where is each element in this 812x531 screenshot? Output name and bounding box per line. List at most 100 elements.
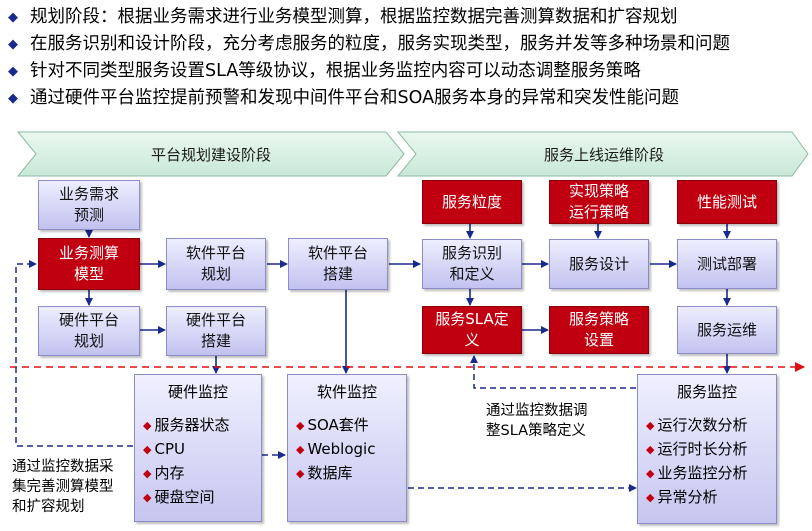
box-biz-model: 业务测算 模型	[38, 238, 140, 290]
monitor-item-text: 异常分析	[657, 488, 718, 506]
box-biz-demand: 业务需求 预测	[38, 180, 140, 230]
box-line: 业务需求	[58, 185, 119, 203]
monitor-item: ◆Weblogic	[296, 437, 406, 461]
box-line: 软件平台	[185, 244, 246, 262]
box-line: 和定义	[449, 265, 495, 283]
diamond-bullet-icon: ◆	[296, 467, 305, 480]
note-line: 通过监控数据采	[12, 459, 114, 475]
monitor-item: ◆数据库	[296, 461, 406, 485]
box-line: 设置	[583, 331, 614, 349]
box-line: 测试部署	[696, 254, 757, 273]
bullet-item: ◆ 在服务识别和设计阶段，充分考虑服务的粒度，服务实现类型，服务并发等多种场景和问…	[8, 31, 808, 58]
monitor-list: ◆SOA套件 ◆Weblogic ◆数据库	[288, 413, 406, 485]
box-line: 服务粒度	[441, 192, 502, 211]
monitor-item-text: Weblogic	[307, 440, 376, 458]
monitor-title: 硬件监控	[167, 383, 228, 401]
box-svc-strategy: 服务策略 设置	[549, 306, 649, 354]
box-line: 搭建	[322, 265, 353, 283]
box-svc-ops: 服务运维	[677, 306, 777, 354]
monitor-item: ◆服务器状态	[143, 413, 261, 437]
phase-planning: 平台规划建设阶段	[36, 132, 386, 176]
box-line: 规划	[200, 265, 231, 283]
bullet-item: ◆ 通过硬件平台监控提前预警和发现中间件平台和SOA服务本身的异常和突发性能问题	[8, 85, 808, 112]
box-line: 服务SLA定	[435, 310, 509, 328]
box-hw-build: 硬件平台 搭建	[166, 306, 266, 356]
bullet-item: ◆ 规划阶段：根据业务需求进行业务模型测算，根据监控数据完善测算数据和扩容规划	[8, 4, 808, 31]
monitor-service: 服务监控 ◆运行次数分析 ◆运行时长分析 ◆业务监控分析 ◆异常分析	[637, 374, 777, 524]
monitor-title: 服务监控	[676, 383, 737, 401]
diamond-bullet-icon: ◆	[8, 64, 18, 79]
box-line: 硬件平台	[185, 311, 246, 329]
box-svc-sla: 服务SLA定 义	[422, 306, 522, 354]
monitor-item: ◆业务监控分析	[646, 461, 776, 485]
note-line: 整SLA策略定义	[486, 423, 587, 439]
monitor-item-text: CPU	[154, 440, 185, 458]
box-svc-identify: 服务识别 和定义	[422, 239, 522, 289]
box-line: 业务测算	[58, 244, 119, 262]
box-sw-build: 软件平台 搭建	[288, 238, 388, 290]
monitor-item: ◆异常分析	[646, 485, 776, 509]
bullet-item: ◆ 针对不同类型服务设置SLA等级协议，根据业务监控内容可以动态调整服务策略	[8, 58, 808, 85]
monitor-list: ◆服务器状态 ◆CPU ◆内存 ◆硬盘空间	[135, 413, 261, 509]
diamond-bullet-icon: ◆	[143, 467, 152, 480]
note-line: 集完善测算模型	[12, 479, 114, 495]
monitor-hardware: 硬件监控 ◆服务器状态 ◆CPU ◆内存 ◆硬盘空间	[134, 374, 262, 522]
monitor-item-text: 业务监控分析	[657, 464, 748, 482]
diamond-bullet-icon: ◆	[8, 91, 18, 106]
monitor-item: ◆运行时长分析	[646, 437, 776, 461]
monitor-item-text: 服务器状态	[154, 416, 230, 434]
note-line: 通过监控数据调	[486, 403, 588, 419]
diamond-bullet-icon: ◆	[646, 491, 655, 504]
bullet-list: ◆ 规划阶段：根据业务需求进行业务模型测算，根据监控数据完善测算数据和扩容规划 ◆…	[8, 4, 808, 112]
phase-planning-chevron	[16, 131, 405, 177]
box-line: 服务设计	[568, 254, 629, 273]
monitor-item: ◆CPU	[143, 437, 261, 461]
box-sw-plan: 软件平台 规划	[166, 238, 266, 290]
box-line: 搭建	[200, 332, 231, 350]
box-line: 规划	[73, 332, 104, 350]
box-test-deploy: 测试部署	[677, 239, 777, 289]
note-line: 和扩容规划	[12, 499, 85, 515]
box-line: 服务识别	[441, 244, 502, 262]
box-line: 软件平台	[307, 244, 368, 262]
monitor-item-text: 硬盘空间	[154, 488, 215, 506]
phase-planning-label: 平台规划建设阶段	[150, 145, 271, 164]
box-line: 服务策略	[568, 310, 629, 328]
diamond-bullet-icon: ◆	[8, 10, 18, 25]
monitor-item-text: 运行次数分析	[657, 416, 748, 434]
note-left-feedback: 通过监控数据采 集完善测算模型 和扩容规划	[12, 457, 114, 517]
box-perf-test: 性能测试	[677, 180, 777, 224]
bullet-text: 在服务识别和设计阶段，充分考虑服务的粒度，服务实现类型，服务并发等多种场景和问题	[30, 34, 730, 54]
diamond-bullet-icon: ◆	[143, 443, 152, 456]
bullet-text: 针对不同类型服务设置SLA等级协议，根据业务监控内容可以动态调整服务策略	[30, 61, 641, 81]
monitor-item: ◆硬盘空间	[143, 485, 261, 509]
box-svc-design: 服务设计	[549, 239, 649, 289]
diamond-bullet-icon: ◆	[646, 443, 655, 456]
box-svc-granularity: 服务粒度	[422, 180, 522, 224]
box-line: 运行策略	[568, 203, 629, 221]
box-line: 预测	[73, 206, 104, 224]
monitor-item-text: 运行时长分析	[657, 440, 748, 458]
diamond-bullet-icon: ◆	[8, 37, 18, 52]
bullet-text: 通过硬件平台监控提前预警和发现中间件平台和SOA服务本身的异常和突发性能问题	[30, 88, 680, 108]
diamond-bullet-icon: ◆	[143, 491, 152, 504]
monitor-item: ◆SOA套件	[296, 413, 406, 437]
box-line: 模型	[73, 265, 104, 283]
monitor-item: ◆内存	[143, 461, 261, 485]
note-sla-feedback: 通过监控数据调 整SLA策略定义	[486, 401, 588, 441]
phase-operation-label: 服务上线运维阶段	[543, 145, 664, 164]
monitor-item-text: 内存	[154, 464, 185, 482]
box-line: 义	[464, 331, 480, 349]
monitor-item-text: 数据库	[307, 464, 353, 482]
monitor-software: 软件监控 ◆SOA套件 ◆Weblogic ◆数据库	[287, 374, 407, 522]
box-line: 服务运维	[696, 320, 757, 339]
box-line: 实现策略	[568, 182, 629, 200]
phase-operation: 服务上线运维阶段	[416, 132, 792, 176]
box-line: 性能测试	[696, 192, 757, 211]
diamond-bullet-icon: ◆	[646, 419, 655, 432]
diamond-bullet-icon: ◆	[143, 419, 152, 432]
box-hw-plan: 硬件平台 规划	[38, 306, 140, 356]
monitor-item: ◆运行次数分析	[646, 413, 776, 437]
bullet-text: 规划阶段：根据业务需求进行业务模型测算，根据监控数据完善测算数据和扩容规划	[30, 7, 678, 27]
